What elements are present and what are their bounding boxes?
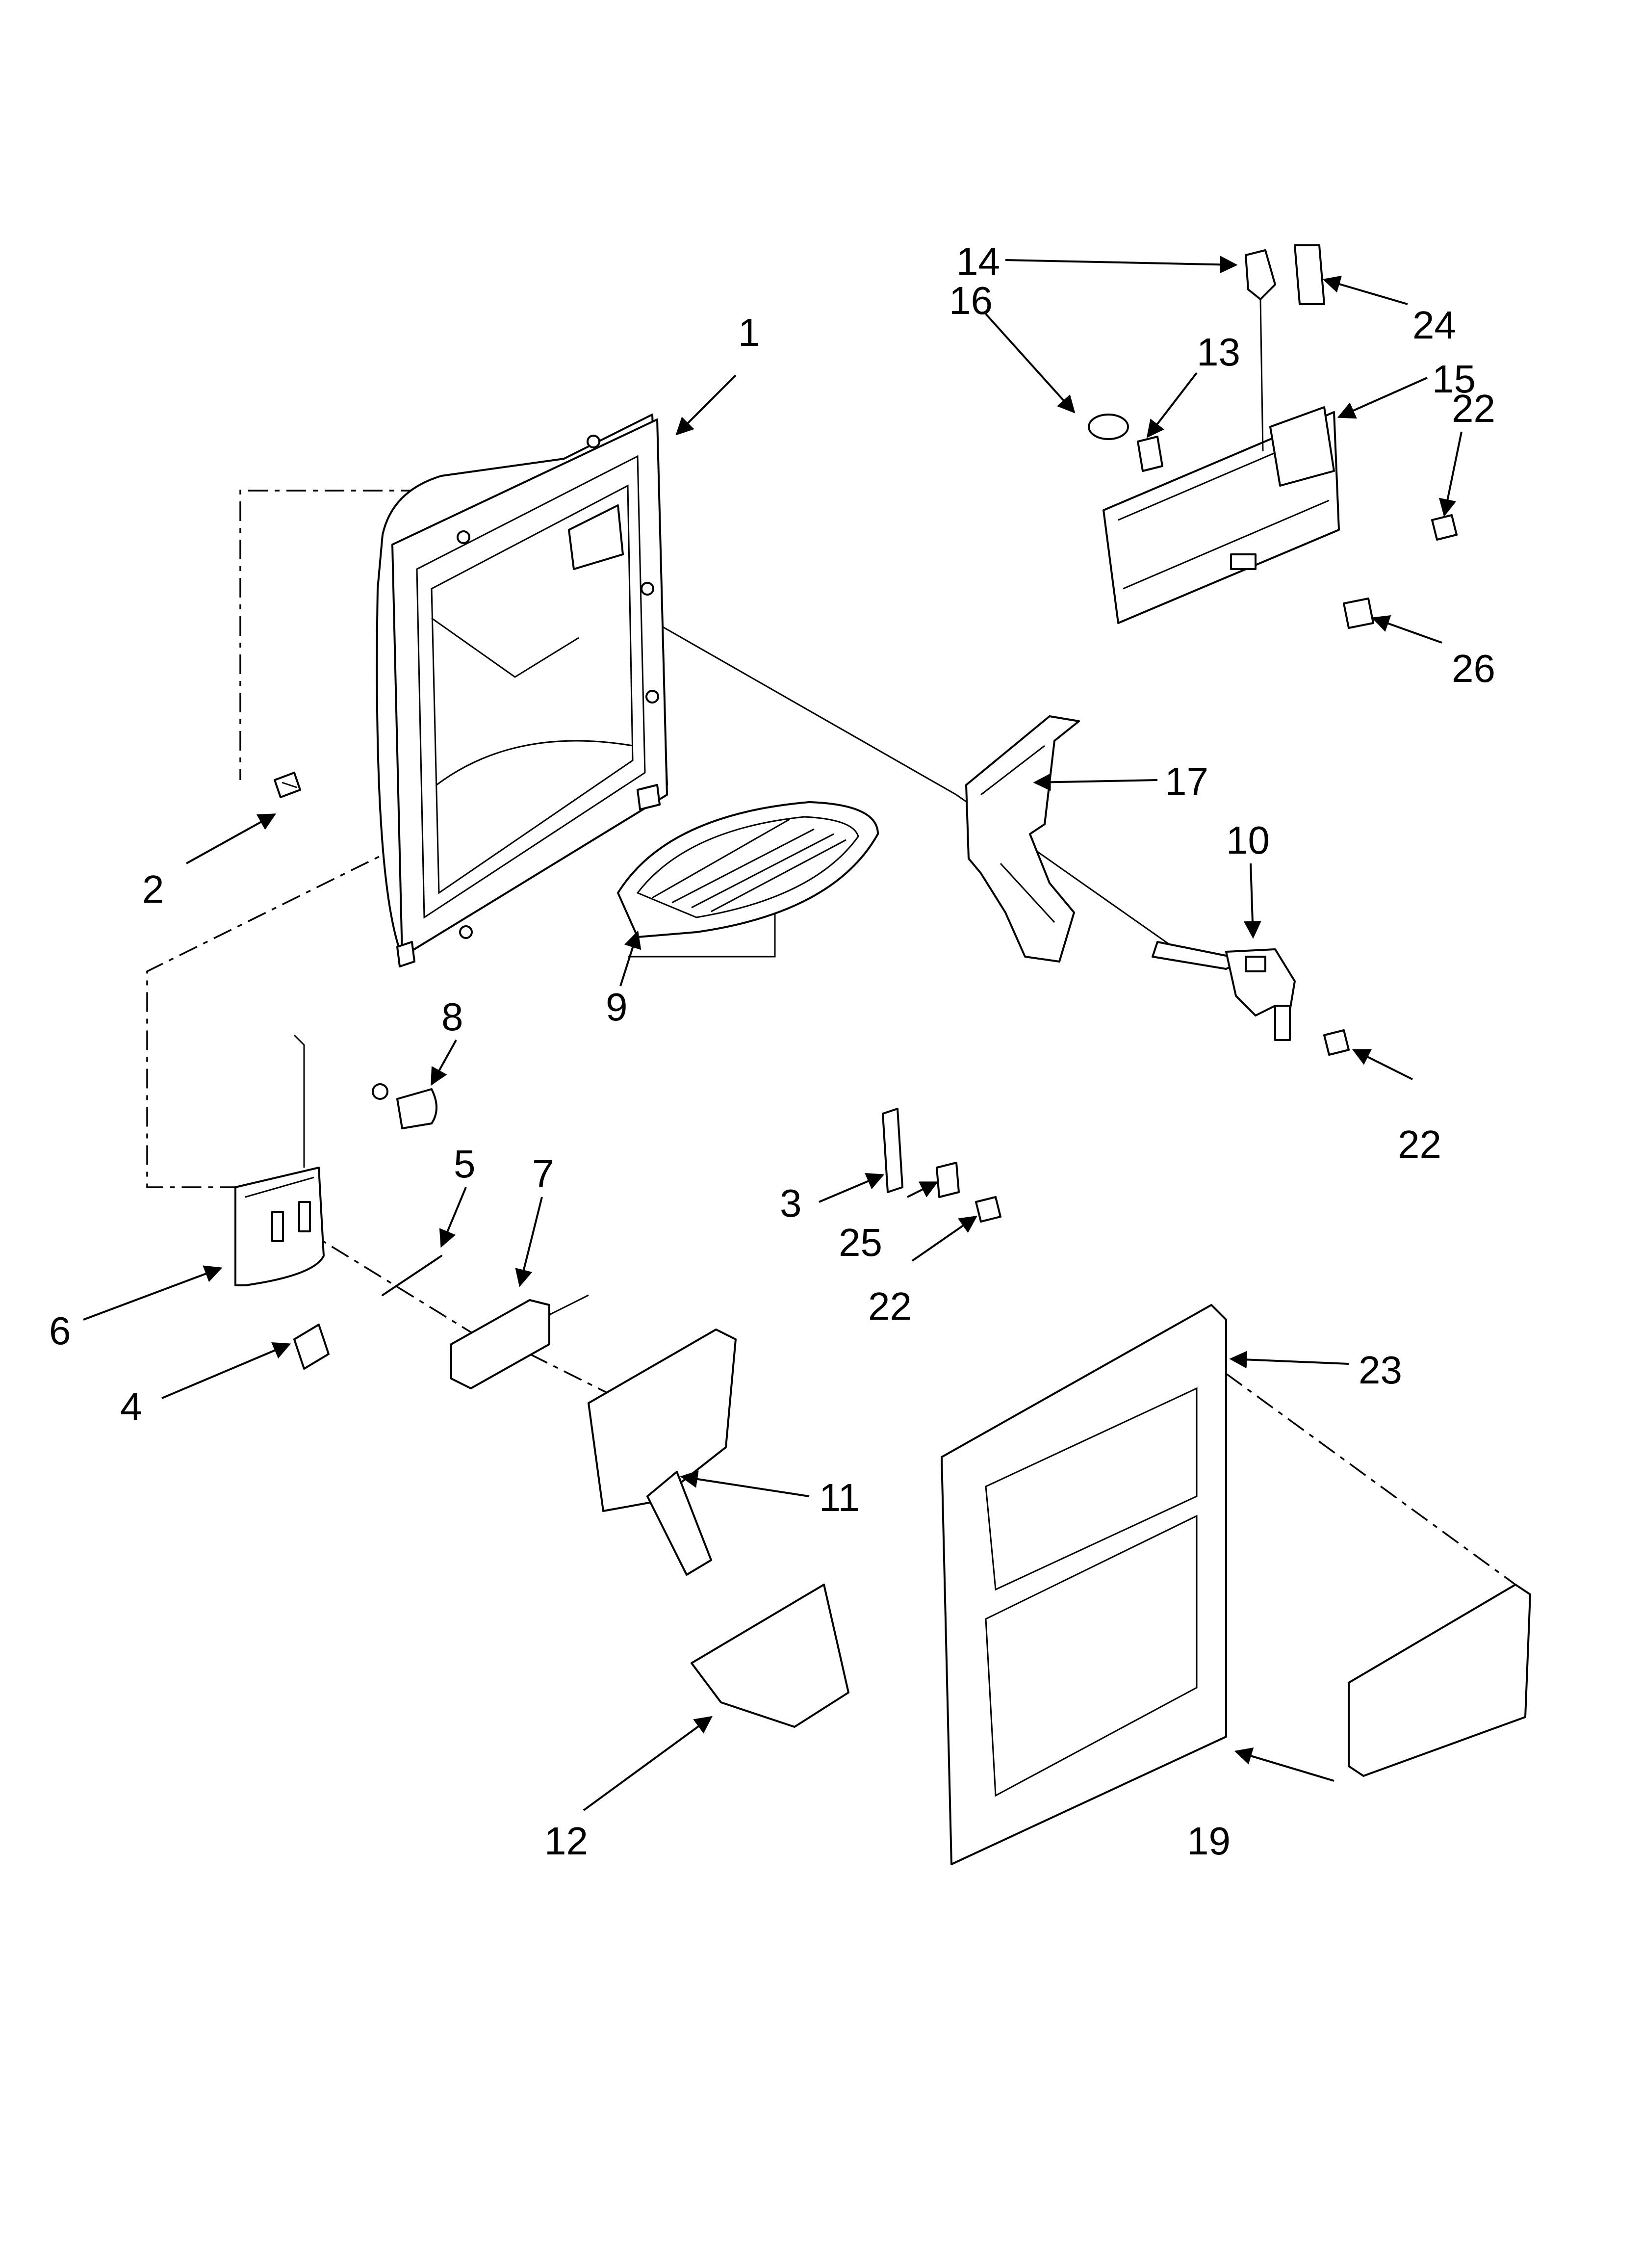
- part-13-socket: [1137, 436, 1163, 472]
- part-17-ice-paddle: [965, 715, 1080, 963]
- part-6-switch-assembly: [234, 1034, 325, 1286]
- callout-16: 16: [949, 279, 993, 322]
- part-11-chute-arm: [588, 1329, 737, 1576]
- part-23-front-panel: [941, 1304, 1227, 1865]
- callout-14: 14: [956, 239, 1000, 283]
- assembly-lines: [146, 490, 1516, 1586]
- callout-6: 6: [49, 1309, 71, 1353]
- part-7-bracket: [450, 1294, 589, 1389]
- callout-23: 23: [1359, 1348, 1402, 1392]
- part-1-dispenser-housing: [376, 414, 668, 967]
- callout-17: 17: [1165, 759, 1208, 803]
- callout-19: 19: [1187, 1819, 1231, 1863]
- part-22-screw-top: [1431, 514, 1458, 541]
- part-22-screw-right: [1323, 1029, 1350, 1056]
- callout-13: 13: [1197, 330, 1240, 374]
- callout-9: 9: [606, 985, 628, 1029]
- part-15-light-housing: [1103, 406, 1340, 624]
- callout-26: 26: [1452, 647, 1495, 690]
- callout-5: 5: [454, 1142, 476, 1186]
- part-19-panel-insert: [1348, 1584, 1531, 1777]
- part-3-clip: [882, 1108, 903, 1193]
- callout-11: 11: [819, 1476, 860, 1519]
- callout-8: 8: [441, 995, 463, 1039]
- callout-1: 1: [738, 311, 760, 354]
- callout-22-right: 22: [1398, 1122, 1441, 1166]
- part-24-plate: [1294, 244, 1325, 305]
- callout-24: 24: [1412, 303, 1456, 347]
- part-5-pin: [382, 1255, 442, 1296]
- part-16-bulb: [1088, 414, 1129, 440]
- part-14-light-socket: [1245, 249, 1276, 452]
- part-4-spring: [293, 1324, 330, 1370]
- part-26-switch: [1343, 598, 1374, 629]
- callout-25: 25: [839, 1221, 882, 1264]
- part-10-water-lever: [1152, 941, 1296, 1041]
- part-2-screw: [274, 772, 301, 798]
- callout-12: 12: [544, 1819, 588, 1863]
- callout-3: 3: [780, 1181, 802, 1225]
- part-25-shim: [936, 1162, 960, 1198]
- part-12-ice-chute: [691, 1584, 849, 1728]
- callout-15: 15: [1432, 357, 1476, 401]
- callout-leaders: [83, 256, 1462, 1811]
- part-9-ice-grille: [617, 801, 879, 938]
- part-22-screw-middle: [975, 1196, 1001, 1223]
- part-8-solenoid: [372, 1083, 437, 1129]
- callout-22-middle: 22: [868, 1284, 912, 1328]
- callout-7: 7: [532, 1152, 554, 1196]
- callout-4: 4: [120, 1385, 142, 1429]
- callout-labels: 1 2 3 4 5 6 7 8 9 10 11 12 13 14 15 16 1…: [49, 239, 1495, 1863]
- callout-10: 10: [1226, 818, 1270, 862]
- callout-22-top: 22: [1452, 387, 1495, 430]
- callout-2: 2: [142, 867, 164, 911]
